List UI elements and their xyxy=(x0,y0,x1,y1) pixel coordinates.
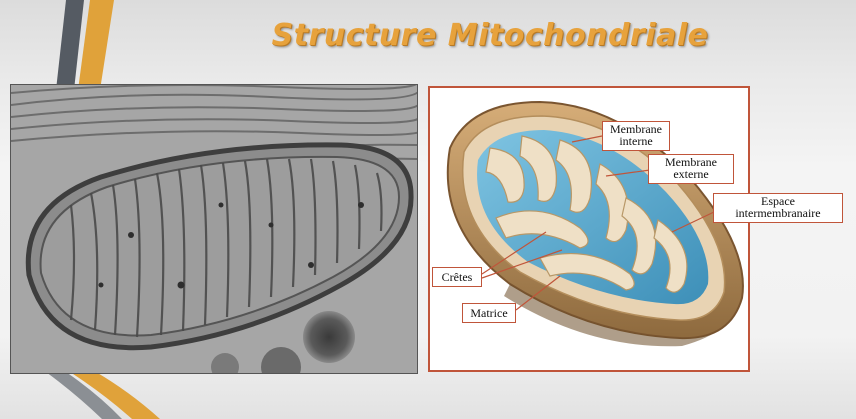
decorative-stripes-bottom xyxy=(0,372,200,419)
label-membrane-externe: Membrane externe xyxy=(648,154,734,184)
label-membrane-interne: Membrane interne xyxy=(602,121,670,151)
electron-micrograph xyxy=(10,84,418,374)
label-espace-intermembranaire: Espace intermembranaire xyxy=(713,193,843,223)
decorative-stripes-top xyxy=(0,0,160,90)
label-matrice: Matrice xyxy=(462,303,516,323)
slide-title: Structure Mitochondriale xyxy=(220,14,760,58)
label-cretes: Crêtes xyxy=(432,267,482,287)
mitochondrion-diagram xyxy=(428,86,750,372)
